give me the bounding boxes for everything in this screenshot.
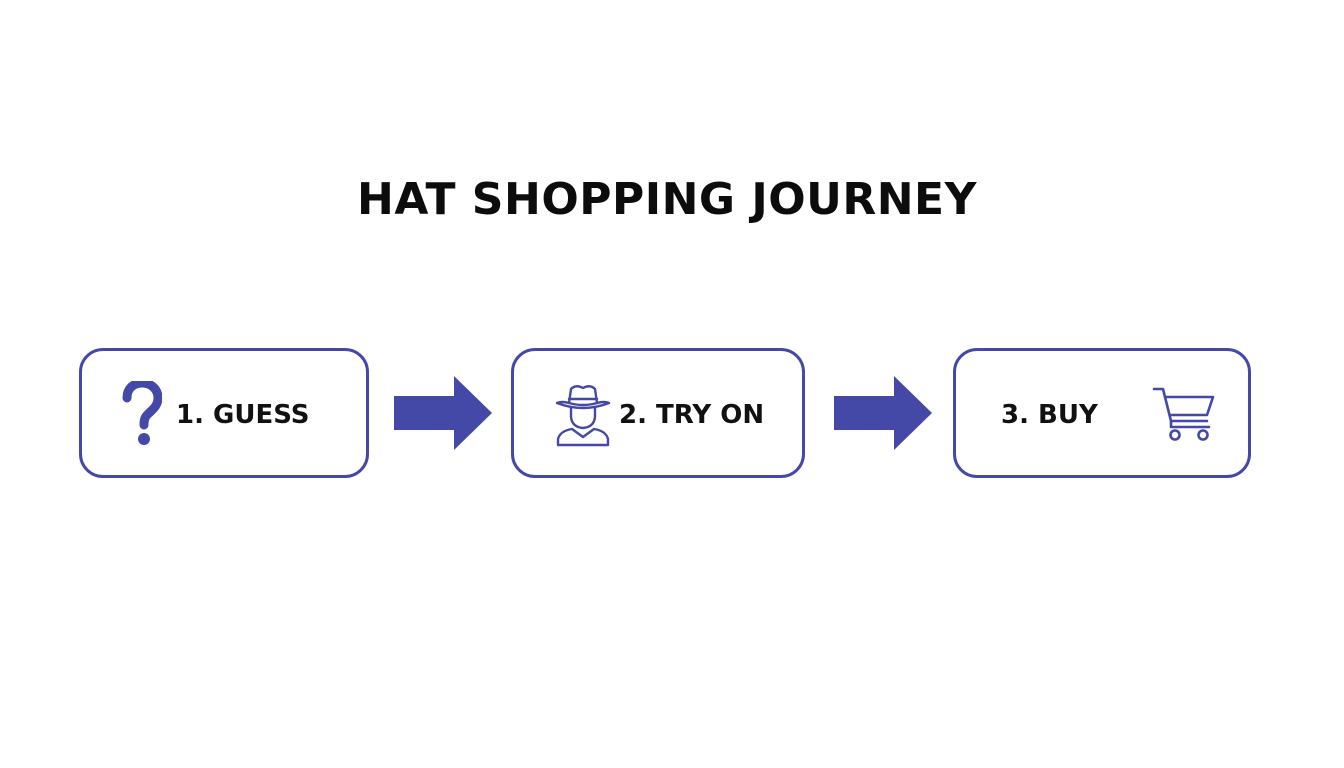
arrow-right-icon: [394, 376, 492, 450]
step-label: 3. BUY: [1001, 400, 1098, 430]
arrow-right-icon: [834, 376, 932, 450]
step-try-on: 2. TRY ON: [511, 348, 805, 478]
step-label: 2. TRY ON: [619, 400, 765, 430]
step-label: 1. GUESS: [176, 400, 310, 430]
step-guess: 1. GUESS: [79, 348, 369, 478]
shopping-cart-icon: [1152, 387, 1215, 441]
diagram-title: HAT SHOPPING JOURNEY: [357, 174, 977, 225]
person-with-hat-icon: [555, 385, 611, 447]
question-mark-icon: [122, 381, 162, 445]
step-buy: 3. BUY: [953, 348, 1251, 478]
